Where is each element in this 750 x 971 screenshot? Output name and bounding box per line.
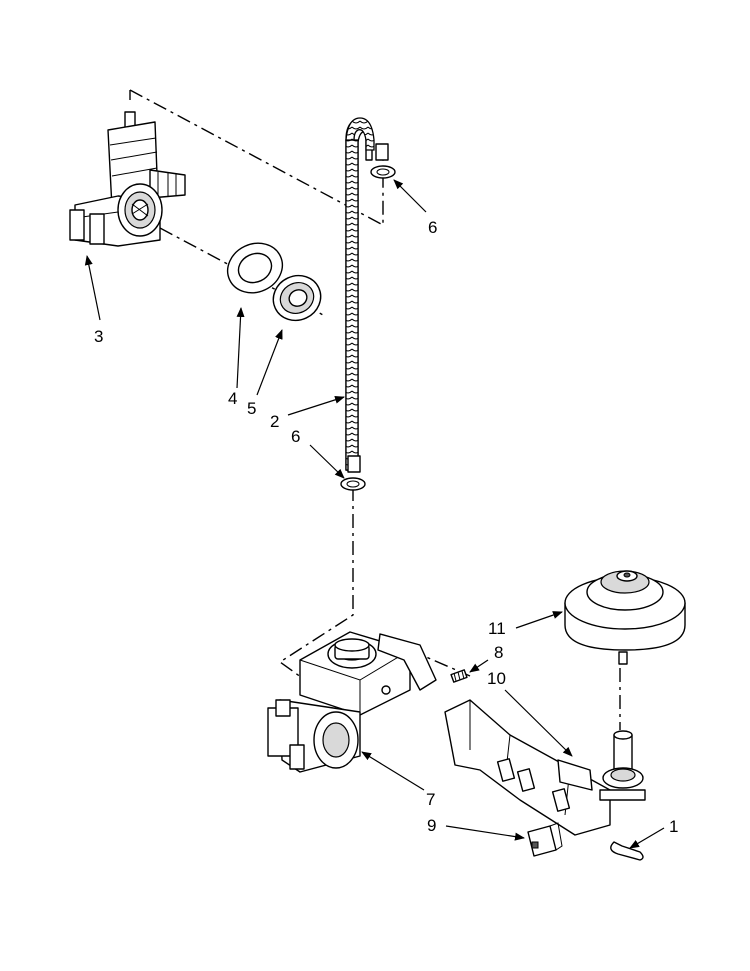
callout-6-bottom: 6: [291, 427, 300, 446]
callout-labels: 3 4 5 2 6 6 11 8 10 7 9 1: [94, 218, 678, 836]
callout-4: 4: [228, 389, 237, 408]
part-8-screw: [450, 669, 468, 683]
part-2-hose: [345, 117, 389, 473]
callout-2: 2: [270, 412, 279, 431]
part-6-clamp-bottom: [340, 477, 366, 491]
callout-7: 7: [426, 790, 435, 809]
part-3-manifold: [69, 111, 186, 247]
part-1-clip: [610, 841, 644, 861]
part-9-switch: [527, 822, 563, 857]
callout-8: 8: [494, 643, 503, 662]
part-11-float: [564, 570, 686, 665]
part-6-clamp-top: [370, 165, 396, 179]
callout-11: 11: [488, 619, 506, 638]
callout-5: 5: [247, 399, 256, 418]
part-7-valve-assembly: [267, 631, 437, 773]
leader-lines: [84, 179, 665, 849]
part-5-nut: [272, 274, 322, 322]
callout-10: 10: [487, 669, 506, 688]
part-4-gasket: [226, 242, 284, 294]
callout-1: 1: [669, 817, 678, 836]
callout-3: 3: [94, 327, 103, 346]
part-10-bracket: [444, 699, 646, 836]
callout-6-top: 6: [428, 218, 437, 237]
callout-9: 9: [427, 816, 436, 835]
assembly-lines: [129, 89, 621, 730]
